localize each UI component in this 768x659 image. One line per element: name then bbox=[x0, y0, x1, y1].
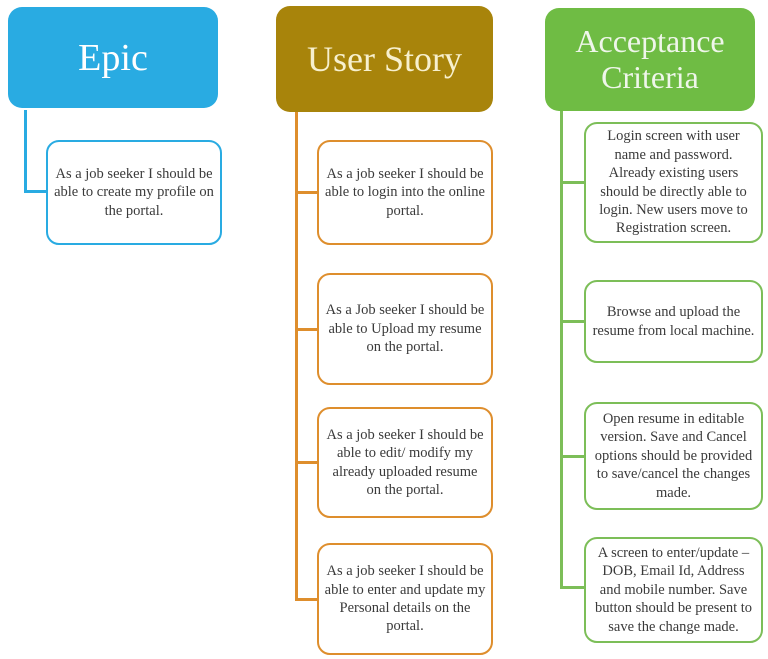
user-story-header: User Story bbox=[276, 6, 493, 112]
acceptance-criteria-connector-stub-1 bbox=[560, 181, 584, 184]
acceptance-criteria-card-4-text: A screen to enter/update – DOB, Email Id… bbox=[594, 544, 753, 635]
user-story-card-4-text: As a job seeker I should be able to ente… bbox=[324, 563, 486, 635]
acceptance-criteria-card-3-text: Open resume in editable version. Save an… bbox=[594, 410, 753, 501]
acceptance-criteria-card-1: Login screen with user name and password… bbox=[584, 122, 763, 243]
user-story-connector-stub-4 bbox=[295, 598, 317, 601]
acceptance-criteria-connector-stub-2 bbox=[560, 320, 584, 323]
acceptance-criteria-connector-stub-3 bbox=[560, 455, 584, 458]
epic-connector-vline bbox=[24, 110, 27, 192]
user-story-title: User Story bbox=[307, 39, 462, 79]
user-story-connector-vline bbox=[295, 112, 298, 601]
user-story-card-2-text: As a Job seeker I should be able to Uplo… bbox=[325, 302, 485, 356]
acceptance-criteria-card-4: A screen to enter/update – DOB, Email Id… bbox=[584, 537, 763, 643]
user-story-card-4: As a job seeker I should be able to ente… bbox=[317, 543, 493, 655]
user-story-card-3: As a job seeker I should be able to edit… bbox=[317, 407, 493, 518]
epic-title: Epic bbox=[78, 36, 148, 79]
user-story-connector-stub-2 bbox=[295, 328, 317, 331]
user-story-connector-stub-3 bbox=[295, 461, 317, 464]
acceptance-criteria-card-3: Open resume in editable version. Save an… bbox=[584, 402, 763, 510]
acceptance-criteria-connector-stub-4 bbox=[560, 586, 584, 589]
user-story-connector-stub-1 bbox=[295, 191, 317, 194]
acceptance-criteria-card-1-text: Login screen with user name and password… bbox=[599, 128, 748, 237]
acceptance-criteria-connector-vline bbox=[560, 111, 563, 589]
epic-card-1: As a job seeker I should be able to crea… bbox=[46, 140, 222, 245]
user-story-card-1: As a job seeker I should be able to logi… bbox=[317, 140, 493, 245]
acceptance-criteria-card-2-text: Browse and upload the resume from local … bbox=[592, 304, 755, 339]
user-story-card-3-text: As a job seeker I should be able to edit… bbox=[326, 426, 484, 498]
user-story-card-1-text: As a job seeker I should be able to logi… bbox=[325, 165, 485, 219]
epic-card-1-text: As a job seeker I should be able to crea… bbox=[54, 165, 214, 219]
epic-connector-stub-1 bbox=[24, 190, 46, 193]
acceptance-criteria-header: Acceptance Criteria bbox=[545, 8, 755, 111]
acceptance-criteria-card-2: Browse and upload the resume from local … bbox=[584, 280, 763, 363]
epic-header: Epic bbox=[8, 7, 218, 108]
acceptance-criteria-title: Acceptance Criteria bbox=[575, 22, 725, 95]
user-story-card-2: As a Job seeker I should be able to Uplo… bbox=[317, 273, 493, 385]
